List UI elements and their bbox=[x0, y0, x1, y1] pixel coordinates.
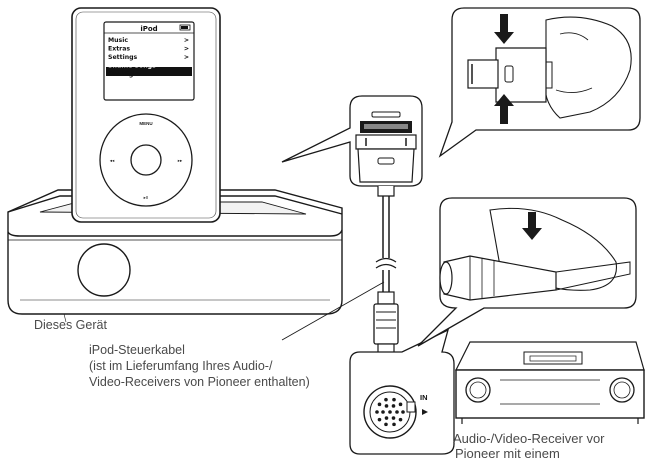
device-label: Dieses Gerät bbox=[34, 318, 107, 332]
ipod-menu: Music > Extras > Settings > Shuffle SongsBackl… bbox=[108, 37, 189, 78]
socket-pins bbox=[375, 397, 405, 427]
socket-pin bbox=[377, 417, 382, 422]
ipod-menu-item: Backlight bbox=[108, 71, 141, 78]
socket-pin bbox=[377, 402, 382, 407]
ipod-menu-arrow: > bbox=[184, 54, 189, 61]
socket-pin bbox=[392, 397, 396, 402]
dock-connector-callout bbox=[281, 95, 423, 187]
receiver-label-line1: Audio-/Video-Receiver vor bbox=[453, 431, 605, 446]
receiver-right-knob bbox=[609, 377, 635, 403]
ipod-menu-item: Shuffle Songs bbox=[108, 63, 156, 70]
socket-pin bbox=[398, 402, 403, 407]
ipod-menu-item: Settings bbox=[108, 54, 138, 61]
socket-in-label: IN bbox=[420, 393, 428, 402]
socket-pin bbox=[384, 416, 389, 420]
socket-pin bbox=[391, 416, 396, 420]
menu-highlight bbox=[106, 67, 192, 76]
socket-pin bbox=[375, 410, 379, 414]
cable-leader-line bbox=[281, 281, 385, 341]
ipod-menu-item: Music bbox=[108, 37, 128, 44]
socket-pin bbox=[391, 404, 396, 408]
dock-plug-inset bbox=[438, 7, 641, 158]
ipod-menu-item: Extras bbox=[108, 46, 130, 53]
ipod-menu-arrow: > bbox=[184, 37, 189, 44]
receiver-socket-callout bbox=[349, 328, 455, 455]
ipod-screen bbox=[103, 21, 195, 101]
socket-pin bbox=[384, 404, 389, 408]
ipod-menu-arrow: > bbox=[184, 46, 189, 53]
cable-label-line3: Video-Receivers von Pioneer enthalten) bbox=[89, 375, 310, 389]
socket-pin bbox=[384, 397, 388, 402]
av-receiver bbox=[455, 341, 645, 424]
socket-pin bbox=[392, 422, 396, 427]
dock-speaker bbox=[77, 243, 131, 297]
socket-pin bbox=[395, 410, 399, 414]
wheel-prev-label: ◂◂ bbox=[110, 158, 115, 163]
ipod-screen-title: iPod bbox=[140, 25, 157, 33]
cable-label-line2: (ist im Lieferumfang Ihres Audio-/ bbox=[89, 359, 273, 373]
battery-icon bbox=[179, 24, 191, 31]
socket-pin bbox=[388, 410, 392, 414]
receiver-left-knob bbox=[465, 377, 491, 403]
cable-label-line1: iPod-Steuerkabel bbox=[89, 343, 185, 357]
ipod bbox=[71, 7, 221, 223]
socket-pin bbox=[401, 410, 405, 414]
wheel-menu-label: MENU bbox=[139, 121, 152, 126]
device-leader-line bbox=[63, 313, 67, 323]
center-button bbox=[130, 144, 162, 176]
wheel-play-label: ▸II bbox=[144, 195, 149, 200]
wheel-next-label: ▸▸ bbox=[178, 158, 183, 163]
socket-pin bbox=[381, 410, 385, 414]
receiver-label-line2: Pioneer mit einem bbox=[455, 446, 560, 461]
ipod-control-cable bbox=[373, 186, 399, 373]
socket-pin bbox=[384, 422, 388, 427]
socket-pin bbox=[398, 417, 403, 422]
round-plug-inset bbox=[417, 197, 637, 347]
